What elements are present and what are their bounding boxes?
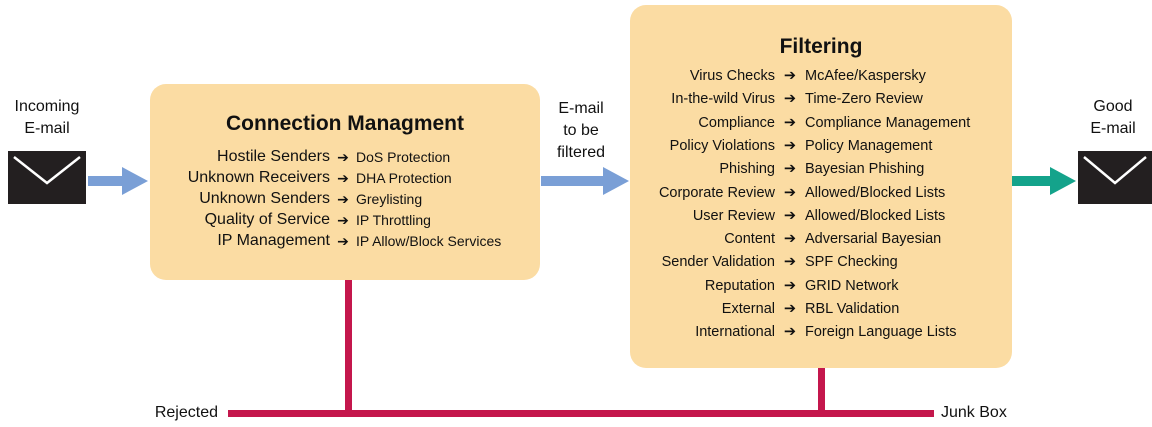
good-envelope-icon — [1078, 151, 1152, 204]
good-label-line1: Good — [1093, 98, 1133, 115]
row-source-label: Phishing — [719, 161, 775, 178]
row-action-label: Policy Management — [805, 137, 933, 154]
row-source-label: Sender Validation — [661, 254, 775, 271]
junk-box-label: Junk Box — [941, 404, 1007, 421]
mapping-row: In-the-wild Virus ➔ Time-Zero Review — [630, 89, 1012, 109]
incoming-flow-arrow — [88, 167, 148, 195]
mapping-row: Phishing ➔ Bayesian Phishing — [630, 159, 1012, 179]
row-source-label: IP Management — [217, 232, 330, 249]
right-arrow-icon: ➔ — [337, 232, 349, 249]
incoming-email-label: Incoming E-mail — [0, 96, 94, 140]
mapping-row: Unknown Senders ➔ Greylisting — [150, 189, 540, 209]
right-arrow-icon: ➔ — [783, 277, 797, 294]
row-action-label: Compliance Management — [805, 114, 971, 131]
row-source-label: Reputation — [704, 277, 775, 294]
row-source-label: Corporate Review — [658, 184, 775, 201]
row-source-label: Virus Checks — [689, 68, 775, 84]
reject-bus-line — [228, 410, 934, 417]
to-be-filtered-label: E-mail to be filtered — [541, 98, 621, 164]
middle-label-line3: filtered — [556, 144, 606, 161]
incoming-label-line1: Incoming — [14, 98, 80, 115]
row-source-label: Unknown Receivers — [187, 169, 330, 186]
mapping-row: International ➔ Foreign Language Lists — [630, 322, 1012, 342]
filter-flow-arrow — [541, 167, 629, 195]
row-source-label: International — [695, 324, 775, 341]
middle-label-line2: to be — [563, 122, 599, 139]
rejected-label: Rejected — [154, 404, 218, 421]
right-arrow-icon: ➔ — [783, 231, 797, 248]
incoming-label-line2: E-mail — [24, 120, 70, 137]
row-action-label: Bayesian Phishing — [805, 161, 925, 178]
good-label-line2: E-mail — [1090, 120, 1136, 137]
right-arrow-icon: ➔ — [783, 114, 797, 131]
filtering-title: Filtering — [779, 35, 863, 58]
mapping-row: Content ➔ Adversarial Bayesian — [630, 229, 1012, 249]
mapping-row: Policy Violations ➔ Policy Management — [630, 136, 1012, 156]
right-arrow-icon: ➔ — [783, 161, 797, 178]
good-email-label: Good E-mail — [1074, 96, 1152, 140]
row-action-label: IP Allow/Block Services — [356, 233, 502, 249]
right-arrow-icon: ➔ — [783, 184, 797, 201]
incoming-envelope-icon — [8, 151, 86, 204]
right-arrow-icon: ➔ — [783, 68, 797, 84]
mapping-row: Reputation ➔ GRID Network — [630, 276, 1012, 296]
right-arrow-icon: ➔ — [337, 211, 349, 228]
right-arrow-icon: ➔ — [783, 324, 797, 341]
row-source-label: In-the-wild Virus — [671, 91, 775, 108]
row-source-label: Content — [724, 231, 775, 248]
row-action-label: SPF Checking — [805, 254, 898, 271]
row-action-label: McAfee/Kaspersky — [805, 68, 926, 84]
mapping-row: Sender Validation ➔ SPF Checking — [630, 252, 1012, 272]
right-arrow-icon: ➔ — [783, 207, 797, 224]
connection-reject-line — [345, 280, 352, 414]
row-action-label: DoS Protection — [356, 149, 451, 165]
mapping-row: External ➔ RBL Validation — [630, 299, 1012, 319]
right-arrow-icon: ➔ — [337, 169, 349, 186]
right-arrow-icon: ➔ — [783, 91, 797, 108]
mapping-row: Quality of Service ➔ IP Throttling — [150, 210, 540, 230]
row-source-label: User Review — [692, 207, 775, 224]
mapping-row: Unknown Receivers ➔ DHA Protection — [150, 168, 540, 188]
row-action-label: Adversarial Bayesian — [805, 231, 942, 248]
row-source-label: Policy Violations — [669, 137, 775, 154]
right-arrow-icon: ➔ — [783, 301, 797, 317]
row-action-label: Foreign Language Lists — [805, 324, 957, 341]
connection-title: Connection Managment — [225, 112, 464, 135]
row-source-label: Hostile Senders — [217, 148, 330, 165]
mapping-row: Compliance ➔ Compliance Management — [630, 113, 1012, 133]
mapping-row: User Review ➔ Allowed/Blocked Lists — [630, 206, 1012, 226]
row-action-label: RBL Validation — [805, 301, 900, 317]
mapping-row: Virus Checks ➔ McAfee/Kaspersky — [630, 66, 1012, 86]
row-action-label: GRID Network — [805, 277, 899, 294]
row-action-label: IP Throttling — [356, 212, 431, 228]
mapping-row: IP Management ➔ IP Allow/Block Services — [150, 231, 540, 251]
row-action-label: Greylisting — [356, 191, 423, 207]
row-action-label: Time-Zero Review — [805, 91, 923, 108]
row-action-label: DHA Protection — [356, 170, 452, 186]
row-source-label: External — [721, 301, 775, 317]
middle-label-line1: E-mail — [558, 100, 604, 117]
row-action-label: Allowed/Blocked Lists — [805, 207, 946, 224]
row-action-label: Allowed/Blocked Lists — [805, 184, 946, 201]
row-source-label: Quality of Service — [204, 211, 330, 228]
right-arrow-icon: ➔ — [337, 190, 349, 207]
right-arrow-icon: ➔ — [337, 148, 349, 165]
filtering-reject-line — [818, 368, 825, 414]
row-source-label: Unknown Senders — [199, 190, 330, 207]
right-arrow-icon: ➔ — [783, 137, 797, 154]
right-arrow-icon: ➔ — [783, 254, 797, 271]
mapping-row: Hostile Senders ➔ DoS Protection — [150, 147, 540, 167]
row-source-label: Compliance — [698, 114, 775, 131]
mapping-row: Corporate Review ➔ Allowed/Blocked Lists — [630, 183, 1012, 203]
connection-management-box: Connection Managment Hostile Senders ➔ DoS… — [150, 84, 540, 280]
good-flow-arrow — [1012, 167, 1076, 195]
